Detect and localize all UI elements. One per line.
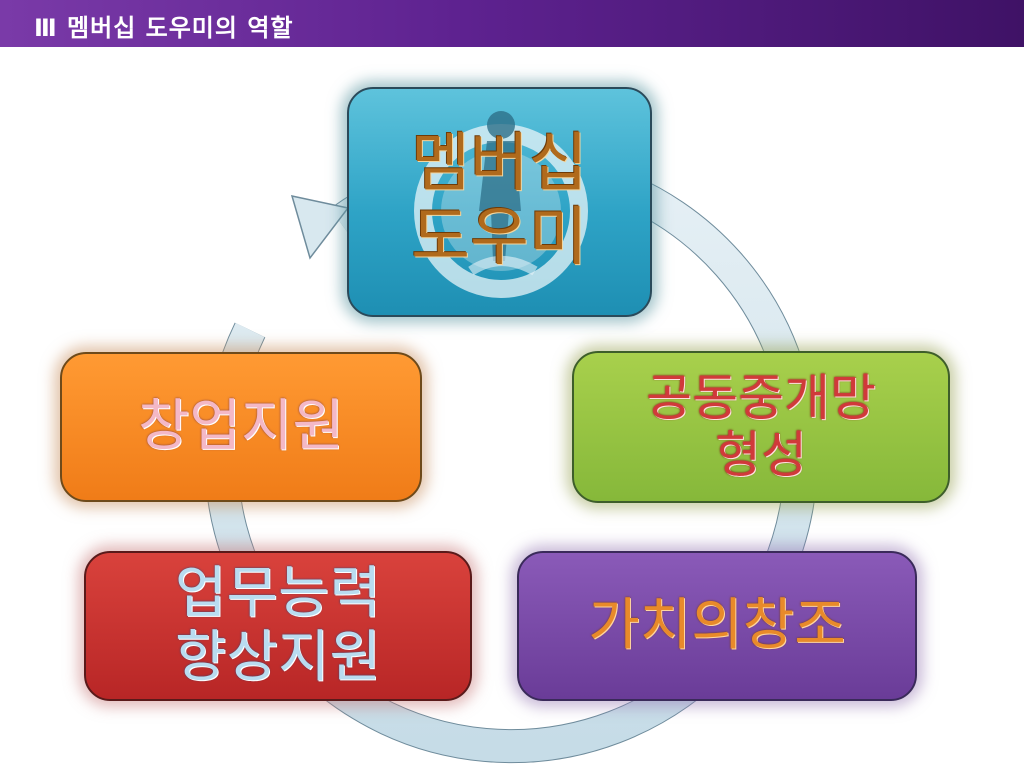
node-startup-support: 창업지원 [60,352,422,502]
slide-title: Ⅲ 멤버십 도우미의 역할 [34,14,294,42]
node-work-ability-support: 업무능력 향상지원 [84,551,472,701]
node-orange-line1: 창업지원 [137,393,345,459]
node-green-line2: 형성 [715,426,807,484]
node-purple-line1: 가치의창조 [588,592,846,658]
node-green-line1: 공동중개망 [646,368,876,427]
node-value-creation: 가치의창조 [517,551,917,701]
cycle-arrow-head [290,195,350,260]
center-label-line1: 멤버십 [411,127,588,202]
node-joint-network: 공동중개망 형성 [572,351,950,503]
center-label-line2: 도우미 [411,201,588,275]
node-red-line2: 향상지원 [174,625,382,690]
center-node-membership-helper: 멤버십 도우미 [347,87,652,317]
slide-header-bar: Ⅲ 멤버십 도우미의 역할 [0,0,1024,47]
node-red-line1: 업무능력 [174,560,382,626]
runner-emblem-icon [414,111,588,298]
